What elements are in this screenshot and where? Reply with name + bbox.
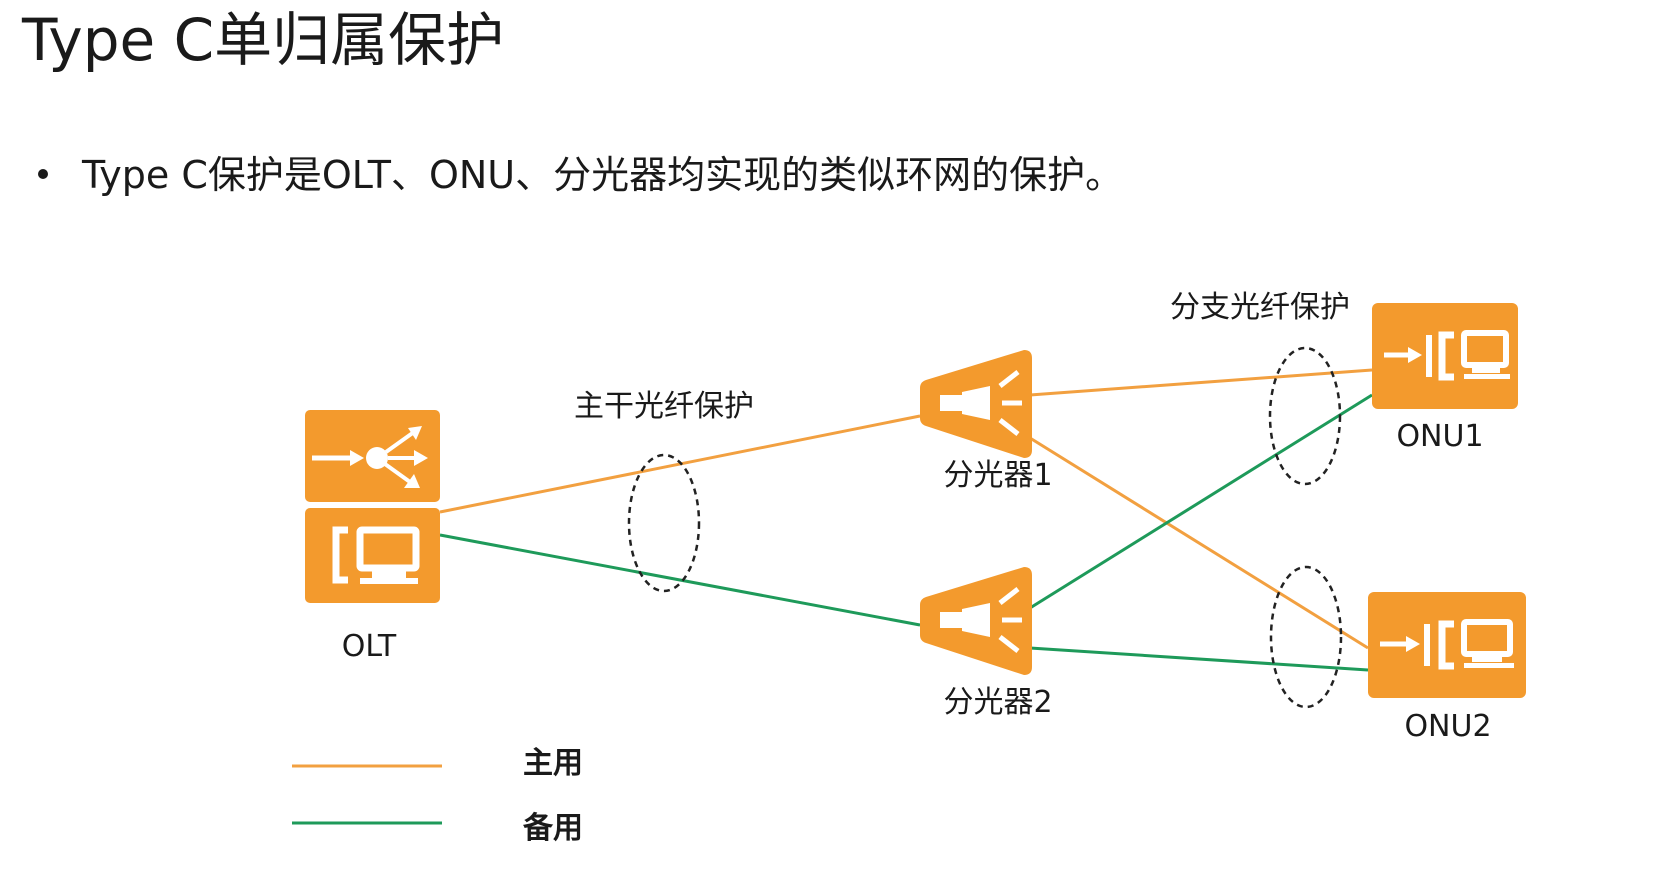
onu1-label: ONU1 bbox=[1396, 419, 1483, 454]
link-splitter1-onu2 bbox=[1029, 436, 1369, 650]
olt-node: OLT bbox=[305, 410, 440, 664]
branch-protection-ellipse-bottom bbox=[1269, 565, 1343, 709]
onu-icon bbox=[1368, 592, 1526, 698]
bullet-item: Type C保护是OLT、ONU、分光器均实现的类似环网的保护。 bbox=[38, 150, 1123, 200]
splitter2-node: 分光器2 bbox=[920, 567, 1053, 720]
legend-backup-label: 备用 bbox=[523, 811, 583, 846]
legend: 主用 备用 bbox=[292, 746, 583, 846]
branch-protection-ellipse-top bbox=[1268, 346, 1342, 486]
legend-primary-label: 主用 bbox=[523, 746, 583, 781]
link-splitter1-onu1 bbox=[1029, 368, 1373, 397]
link-splitter2-onu2 bbox=[1029, 646, 1369, 672]
splitter1-label: 分光器1 bbox=[943, 458, 1052, 493]
trunk-protection-ellipse bbox=[627, 453, 701, 593]
branch-protection-label: 分支光纤保护 bbox=[1170, 290, 1350, 325]
links bbox=[439, 368, 1373, 672]
bullet-dot bbox=[38, 168, 48, 179]
onu2-label: ONU2 bbox=[1404, 709, 1491, 744]
olt-label: OLT bbox=[342, 629, 397, 664]
olt-icon bbox=[305, 410, 440, 603]
splitter-icon bbox=[920, 350, 1032, 458]
bullet-text: Type C保护是OLT、ONU、分光器均实现的类似环网的保护。 bbox=[82, 153, 1124, 197]
onu-icon bbox=[1372, 303, 1518, 409]
splitter1-node: 分光器1 bbox=[920, 350, 1053, 493]
page-title: Type C单归属保护 bbox=[22, 6, 505, 74]
splitter2-label: 分光器2 bbox=[943, 685, 1052, 720]
onu2-node: ONU2 bbox=[1368, 592, 1526, 744]
trunk-protection-label: 主干光纤保护 bbox=[574, 389, 754, 424]
onu1-node: ONU1 bbox=[1372, 303, 1518, 454]
link-splitter2-onu1 bbox=[1029, 393, 1373, 610]
link-olt-splitter2 bbox=[439, 533, 921, 627]
splitter-icon bbox=[920, 567, 1032, 675]
